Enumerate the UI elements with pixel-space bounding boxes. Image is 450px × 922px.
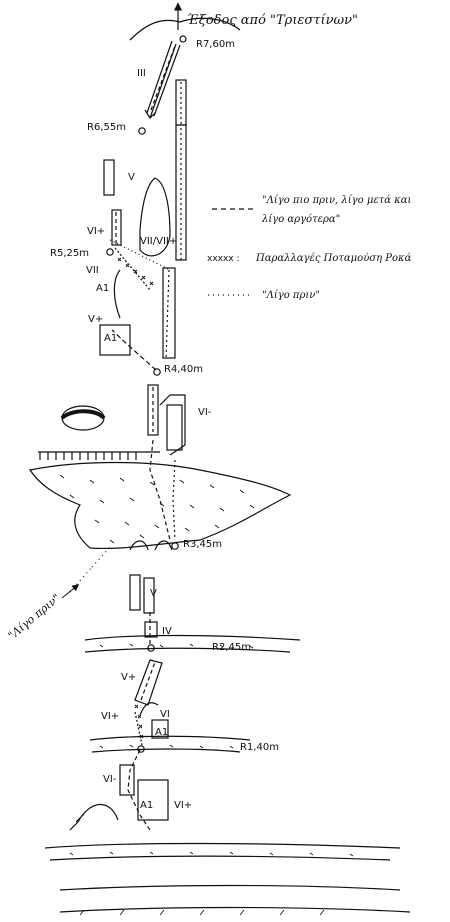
belay-r2-label: R2,45m: [212, 642, 251, 653]
grade-a1-base: A1: [140, 800, 153, 811]
grade-vi-low: VI: [160, 709, 170, 720]
variation-route: [117, 257, 154, 739]
grade-iv: IV: [162, 626, 172, 637]
legend-crosses-label: Παραλλαγές Ποταμούση Ροκά: [255, 253, 412, 264]
grade-v-upper: V: [128, 172, 135, 183]
grade-a1: A1: [96, 283, 109, 294]
rock-texture: [59, 474, 354, 916]
grade-vi-minus-mid: VI-: [198, 407, 212, 418]
legend: "Λίγο πιο πριν, λίγο μετά και λίγο αργότ…: [207, 195, 412, 301]
side-variation-label: "Λίγο πριν": [6, 544, 113, 642]
exit-area: Έξοδος από "Τριεστίνων": [129, 2, 358, 41]
grade-v-plus-low: V+: [121, 672, 136, 683]
grade-vi-plus-left: VI+: [87, 226, 105, 237]
route-pitches: [99, 40, 187, 831]
belay-r1-label: R1,40m: [240, 742, 279, 753]
grade-vi-plus-base: VI+: [174, 800, 192, 811]
belay-r5-label: R5,25m: [50, 248, 89, 259]
legend-dotted-label: "Λίγο πριν": [262, 290, 320, 301]
grade-vii-right: VII/VII+: [140, 236, 177, 247]
grade-vi-minus-low: VI-: [103, 774, 117, 785]
exit-label: Έξοδος από "Τριεστίνων": [187, 13, 358, 28]
legend-crosses-symbol: xxxxx :: [207, 254, 240, 264]
grade-v-mid: V: [150, 588, 157, 599]
grade-vi-plus-low: VI+: [101, 711, 119, 722]
rock-features: [29, 177, 411, 913]
grade-v-plus-mid: V+: [88, 314, 103, 325]
belay-r7-label: R7,60m: [196, 39, 235, 50]
belay-r3-label: R3,45m: [183, 539, 222, 550]
grade-vii-left: VII: [86, 265, 99, 276]
belay-r6-label: R6,55m: [87, 122, 126, 133]
side-label-text: "Λίγο πριν": [6, 591, 63, 642]
grade-iii: III: [137, 68, 146, 79]
grade-a1-box: A1: [104, 333, 117, 344]
legend-dashed-line2: λίγο αργότερα": [261, 214, 340, 225]
legend-dashed-line1: "Λίγο πιο πριν, λίγο μετά και: [262, 195, 411, 206]
grade-a1-low: A1: [155, 727, 168, 738]
belay-r4-label: R4,40m: [164, 364, 203, 375]
belay-stations: [106, 35, 187, 753]
